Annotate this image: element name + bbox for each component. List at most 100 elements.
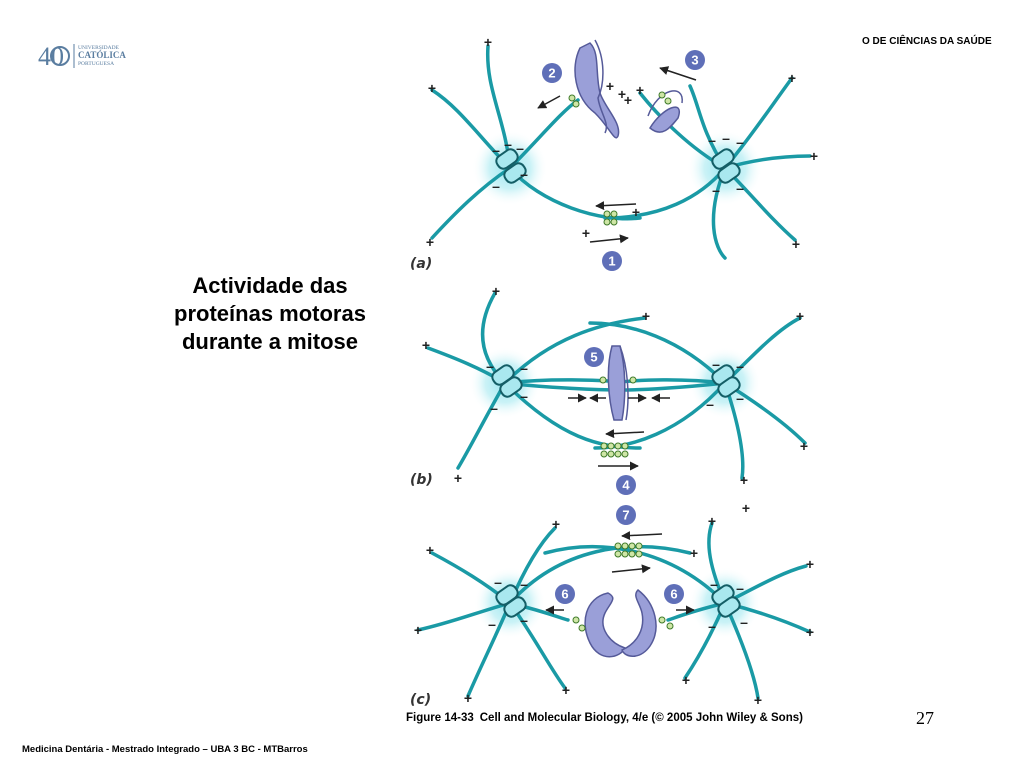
arrows-b: [568, 393, 670, 471]
plus-end-sign: +: [426, 542, 434, 558]
plus-end-sign: +: [582, 225, 590, 241]
logo-text-3: PORTUGUESA: [78, 61, 114, 67]
logo-text-2: CATÓLICA: [78, 50, 126, 60]
plus-end-sign: +: [708, 513, 716, 529]
plus-end-sign: +: [788, 70, 796, 86]
arrows-a: [537, 66, 697, 244]
svg-text:6: 6: [670, 587, 677, 602]
plus-end-sign: +: [682, 672, 690, 688]
minus-end-sign: –: [520, 360, 528, 376]
plus-end-sign: +: [792, 236, 800, 252]
plus-end-sign: +: [624, 92, 632, 108]
minus-end-sign: –: [490, 400, 498, 416]
plus-end-sign: +: [806, 624, 814, 640]
minus-end-sign: –: [736, 358, 744, 374]
centrioles-right-a: [711, 148, 741, 184]
svg-text:6: 6: [561, 587, 568, 602]
centrioles-right-b: [711, 364, 741, 398]
minus-end-sign: –: [486, 358, 494, 374]
plus-end-sign: +: [806, 556, 814, 572]
panel-label-a: (a): [410, 256, 432, 272]
plus-end-sign: +: [636, 82, 644, 98]
minus-end-sign: –: [706, 396, 714, 412]
step-badge-5: 5: [584, 347, 604, 367]
plus-end-sign: +: [552, 516, 560, 532]
minus-end-sign: –: [740, 614, 748, 630]
title-line-1: Actividade das: [192, 273, 348, 298]
plus-end-sign: +: [428, 80, 436, 96]
plus-end-sign: +: [642, 308, 650, 324]
minus-end-sign: –: [516, 140, 524, 156]
step-badge-1: 1: [602, 251, 622, 271]
panel-label-b: (b): [410, 472, 433, 488]
plus-end-sign: +: [796, 308, 804, 324]
panel-b: (b): [410, 291, 807, 488]
minus-end-sign: –: [708, 618, 716, 634]
figure-source: Cell and Molecular Biology, 4/e (© 2005 …: [479, 712, 803, 724]
plus-end-sign: +: [606, 78, 614, 94]
plus-end-sign: +: [454, 470, 462, 486]
step-badge-7: 7: [616, 505, 636, 525]
plus-end-sign: +: [632, 204, 640, 220]
svg-text:1: 1: [608, 254, 615, 269]
centrioles-right-c: [711, 584, 741, 618]
figure-caption: Figure 14-33 Cell and Molecular Biology, …: [406, 712, 803, 724]
department-header: O DE CIÊNCIAS DA SAÚDE: [862, 36, 992, 47]
plus-end-sign: +: [422, 337, 430, 353]
step-badge-2: 2: [542, 63, 562, 83]
svg-text:3: 3: [691, 53, 698, 68]
figure-number: Figure 14-33: [406, 712, 474, 724]
centrioles-left-c: [495, 584, 527, 618]
title-line-2: proteínas motoras: [174, 301, 366, 326]
minus-end-sign: –: [712, 182, 720, 198]
plus-end-sign: +: [414, 622, 422, 638]
centrioles-left-a: [495, 148, 527, 184]
minus-end-sign: –: [492, 142, 500, 158]
minus-end-sign: –: [492, 178, 500, 194]
minus-end-sign: –: [520, 612, 528, 628]
step-badge-6: 6: [664, 584, 684, 604]
minus-end-sign: –: [722, 130, 730, 146]
plus-end-sign: +: [562, 682, 570, 698]
plus-end-sign: +: [426, 234, 434, 250]
plus-end-sign: +: [740, 472, 748, 488]
centrioles-left-b: [491, 364, 523, 398]
minus-end-sign: –: [494, 574, 502, 590]
slide-title: Actividade das proteínas motoras durante…: [140, 272, 400, 356]
step-badge-4: 4: [616, 475, 636, 495]
plus-end-sign: +: [690, 545, 698, 561]
plus-end-sign: +: [492, 283, 500, 299]
plus-end-sign: +: [464, 690, 472, 706]
minus-end-sign: –: [736, 134, 744, 150]
minus-end-sign: –: [520, 166, 528, 182]
chromosome-2: [574, 39, 620, 139]
panel-c: (c): [410, 521, 812, 708]
panel-a: (a): [410, 39, 812, 272]
motor-proteins-b: [599, 376, 637, 458]
svg-text:7: 7: [622, 508, 629, 523]
chromatid-left: [584, 592, 627, 658]
plus-end-sign: +: [754, 692, 762, 708]
svg-text:5: 5: [590, 350, 597, 365]
minus-end-sign: –: [520, 576, 528, 592]
chromosome-5: [607, 345, 629, 421]
minus-end-sign: –: [504, 136, 512, 152]
footer-text: Medicina Dentária - Mestrado Integrado –…: [22, 744, 308, 755]
logo-text-1: UNIVERSIDADE: [78, 45, 120, 51]
university-logo: 40 UNIVERSIDADE CATÓLICA PORTUGUESA: [38, 40, 138, 72]
step-badge-3: 3: [685, 50, 705, 70]
motor-proteins-a: [568, 91, 672, 226]
plus-end-sign: +: [618, 86, 626, 102]
plus-end-sign: +: [484, 34, 492, 50]
minus-end-sign: –: [736, 390, 744, 406]
chromatid-right: [621, 589, 657, 657]
plus-end-sign: +: [800, 438, 808, 454]
chromosome-3: [647, 90, 683, 133]
minus-end-sign: –: [520, 388, 528, 404]
svg-text:4: 4: [622, 478, 630, 493]
minus-end-sign: –: [710, 576, 718, 592]
svg-text:2: 2: [548, 66, 555, 81]
minus-end-sign: –: [488, 616, 496, 632]
plus-end-sign: +: [742, 500, 750, 516]
step-badge-6: 6: [555, 584, 575, 604]
